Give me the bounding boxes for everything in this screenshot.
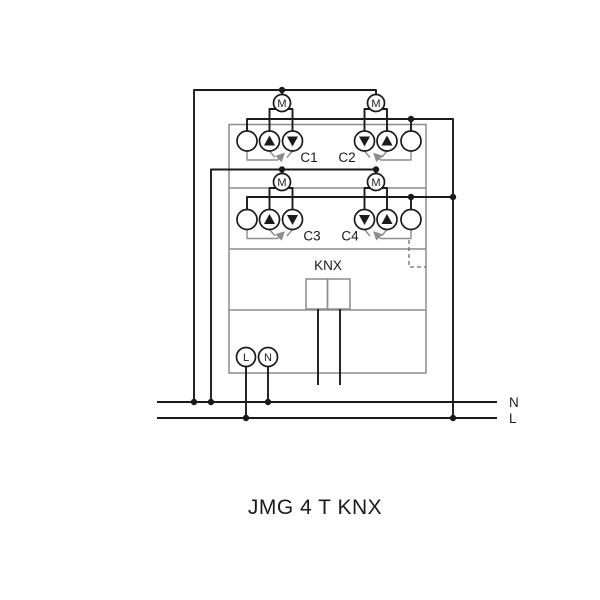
junction-dot (242, 414, 250, 422)
down-arrow-icon (287, 215, 298, 225)
switch-common-arm (373, 229, 412, 241)
channel-label-c3: C3 (303, 229, 320, 244)
channel-label-c4: C4 (341, 229, 359, 244)
up-arrow-icon (381, 214, 393, 224)
junction-dot (190, 398, 198, 406)
extension-dashed-wire (408, 240, 426, 268)
up-arrow-icon (381, 135, 393, 146)
switch-contact (380, 229, 388, 237)
power-terminals: L N (235, 346, 279, 368)
down-arrow-icon (287, 136, 298, 147)
knx-terminal-block-right (326, 278, 351, 310)
junction-dot (449, 414, 457, 422)
terminal-common-c4 (400, 208, 422, 231)
motor-symbol-c3: M (272, 172, 292, 192)
switch-contact (380, 150, 388, 158)
motor-symbol-c4: M (366, 172, 386, 192)
wire-live-feed-ch34 (246, 196, 453, 210)
junction-dot (207, 398, 215, 406)
junction-dot (278, 166, 286, 173)
switch-contact (363, 150, 371, 158)
up-arrow-icon (264, 135, 275, 146)
switch-contact (286, 150, 294, 158)
switch-contact (363, 229, 371, 237)
motor-label: M (371, 177, 380, 189)
junction-dot (407, 115, 415, 123)
motor-label: M (277, 177, 286, 189)
changeover-switch-c4 (363, 229, 412, 241)
motor-symbol-c2: M (366, 93, 386, 113)
knx-terminal-block-left (305, 278, 329, 310)
switch-contact (286, 229, 294, 237)
device-box (228, 123, 427, 374)
knx-label: KNX (314, 258, 342, 273)
junction-dot (407, 193, 415, 201)
switch-contact (268, 150, 276, 158)
changeover-switch-c2 (363, 150, 412, 163)
wire-motor-connector-c1 (268, 108, 294, 131)
channel-label-c2: C2 (338, 150, 355, 165)
neutral-bus-label: N (509, 395, 519, 410)
switch-common-arm (246, 229, 285, 241)
terminal-n (257, 346, 279, 368)
terminal-common-c2 (400, 130, 422, 152)
motors: M M M M (272, 93, 386, 192)
terminal-l (235, 346, 257, 368)
terminal-l-label: L (243, 352, 249, 364)
motor-label: M (371, 98, 380, 110)
diagram-title: JMG 4 T KNX (248, 496, 382, 519)
junction-dots (190, 86, 457, 422)
switch-common-arm (246, 151, 285, 163)
motor-circle (366, 172, 386, 192)
knx-section: KNX (305, 258, 351, 385)
terminal-n-label: N (264, 352, 272, 364)
wire-live-feed-ch12 (246, 118, 454, 418)
channel-label-c1: C1 (300, 150, 317, 165)
live-bus-label: L (509, 411, 517, 426)
motor-circle (366, 93, 386, 113)
junction-dot (278, 86, 286, 94)
changeover-switch-c3 (246, 229, 294, 241)
up-arrow-icon (264, 214, 275, 224)
motor-circle (272, 172, 292, 192)
terminal-common-c3 (236, 208, 258, 231)
channel-terminals (236, 130, 422, 231)
motor-circle (272, 93, 292, 113)
junction-dot (372, 166, 380, 173)
switch-common-arm (373, 151, 412, 163)
down-arrow-icon (359, 136, 370, 147)
down-arrow-icon (359, 215, 370, 225)
terminal-common-c1 (236, 130, 258, 152)
changeover-switches (246, 150, 426, 268)
switch-contact (268, 229, 276, 237)
motor-symbol-c1: M (272, 93, 292, 113)
junction-dot (264, 398, 272, 406)
wire-neutral-feed-ch34 (210, 168, 377, 402)
channel-labels: C1 C2 C3 C4 (300, 150, 359, 244)
junction-dot (449, 193, 457, 201)
changeover-switch-c1 (246, 150, 294, 163)
motor-label: M (277, 98, 286, 110)
